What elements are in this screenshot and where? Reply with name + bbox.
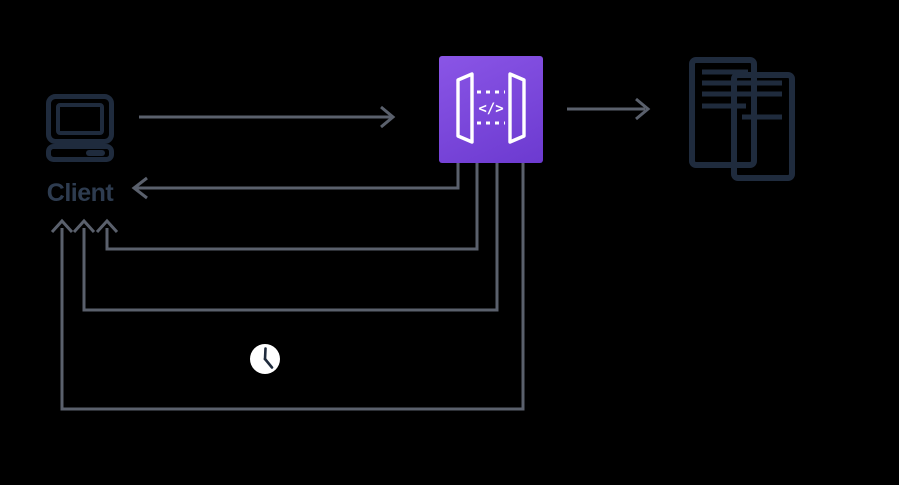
arrow-gateway-to-client-callback-3 xyxy=(50,163,525,411)
arrow-client-to-gateway xyxy=(139,105,396,129)
arrow-gateway-to-client-response xyxy=(131,163,460,200)
api-gateway-node: </> xyxy=(439,56,543,163)
delay-indicator xyxy=(248,342,282,376)
client-label: Client xyxy=(46,179,114,207)
arrow-gateway-to-backend xyxy=(567,97,651,121)
api-gateway-icon: </> xyxy=(456,72,526,144)
clock-icon xyxy=(250,344,280,374)
backend-node xyxy=(686,56,798,182)
desktop-computer-icon xyxy=(46,94,114,162)
code-glyph: </> xyxy=(478,101,503,117)
client-node xyxy=(46,94,114,164)
servers-icon xyxy=(689,57,795,181)
arrow-gateway-to-client-callback-2 xyxy=(72,163,499,312)
arrow-gateway-to-client-callback-1 xyxy=(95,163,479,251)
